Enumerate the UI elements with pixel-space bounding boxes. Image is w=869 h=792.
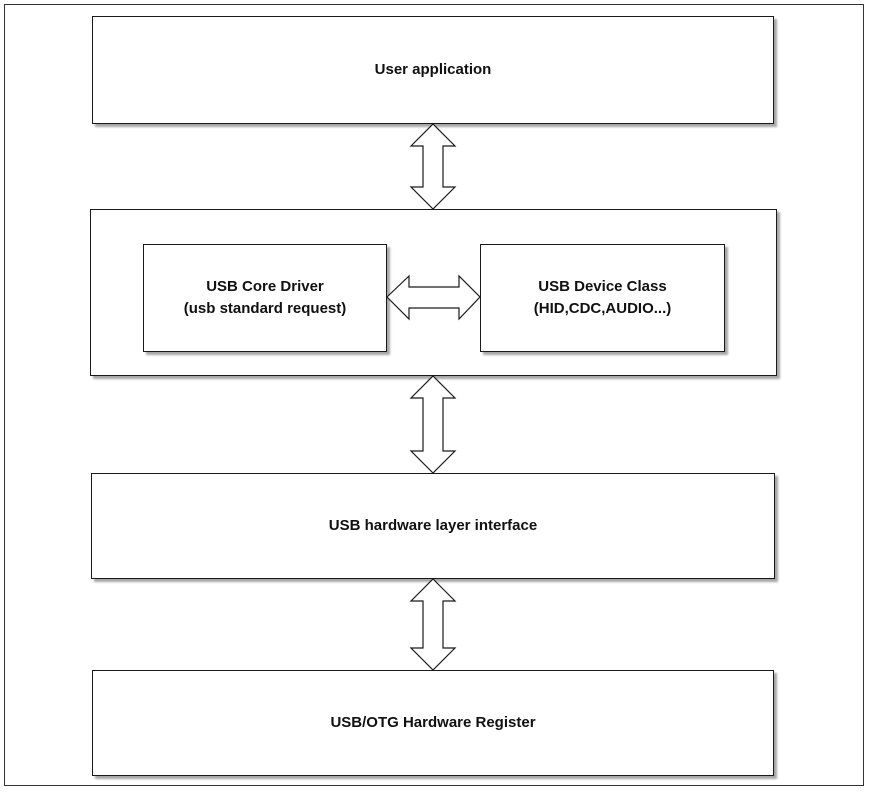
usb-core-driver-subtitle: (usb standard request): [183, 300, 347, 317]
usb-device-class-box: USB Device Class (HID,CDC,AUDIO...): [480, 244, 725, 352]
usb-device-class-label: USB Device Class (HID,CDC,AUDIO...): [534, 276, 672, 320]
usb-hardware-interface-label: USB hardware layer interface: [328, 517, 538, 534]
usb-core-driver-label: USB Core Driver (usb standard request): [184, 276, 347, 320]
user-application-label: User application: [374, 61, 492, 78]
usb-device-class-subtitle: (HID,CDC,AUDIO...): [533, 300, 672, 317]
usb-core-driver-title: USB Core Driver: [206, 278, 324, 295]
usb-core-driver-box: USB Core Driver (usb standard request): [143, 244, 387, 352]
usb-otg-register-box: USB/OTG Hardware Register: [92, 670, 774, 776]
usb-otg-register-label: USB/OTG Hardware Register: [330, 714, 536, 731]
diagram-frame: [4, 4, 864, 786]
usb-hardware-interface-box: USB hardware layer interface: [91, 473, 775, 579]
user-application-box: User application: [92, 16, 774, 124]
usb-device-class-title: USB Device Class: [538, 278, 667, 295]
